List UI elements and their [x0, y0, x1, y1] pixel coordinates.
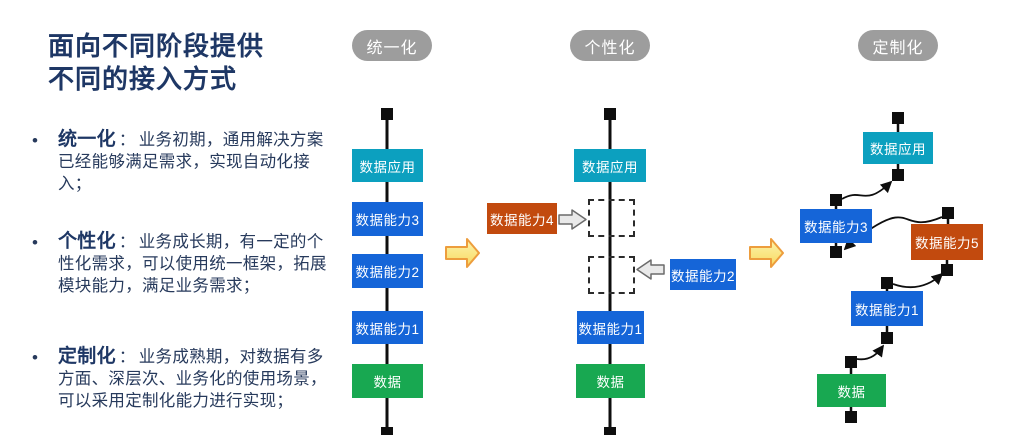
stage3-box-data: 数据	[817, 374, 886, 407]
bullet-dot: •	[32, 233, 38, 252]
title-line-2: 不同的接入方式	[48, 64, 238, 94]
stage3-box-capability-5: 数据能力5	[911, 224, 983, 260]
bullet-item-personalized: • 个性化：业务成长期，有一定的个性化需求，可以使用统一框架，拓展模块能力，满足…	[32, 231, 328, 297]
stage3-cap1-port-top	[881, 277, 893, 289]
stage3-data-port-bottom	[845, 411, 857, 423]
stage3-cap1-port-bottom	[881, 332, 893, 344]
bullet-term: 定制化	[58, 346, 116, 367]
stage3-box-capability-3: 数据能力3	[800, 209, 872, 243]
stage3-data-port-top	[845, 356, 857, 368]
curve-data-to-cap1	[856, 344, 885, 361]
bullet-colon: ：	[118, 348, 136, 366]
bullet-dot: •	[32, 131, 38, 150]
stage2-top-port	[604, 108, 616, 120]
bullet-desc: 业务成熟期，对数据有多方面、深层次、业务化的使用场景，可以采用定制化能力进行实现…	[58, 348, 327, 410]
bullet-colon: ：	[118, 233, 136, 251]
stage2-badge: 个性化	[570, 30, 650, 61]
bullet-text: 统一化：业务初期，通用解决方案已经能够满足需求，实现自动化接入；	[58, 129, 328, 195]
stage1-bottom-port	[381, 427, 393, 435]
bullet-text: 个性化：业务成长期，有一定的个性化需求，可以使用统一框架，拓展模块能力，满足业务…	[58, 231, 328, 297]
stage2-bottom-port	[604, 427, 616, 435]
stage2-box-data: 数据	[576, 364, 645, 398]
stage1-box-data-app: 数据应用	[352, 149, 423, 182]
stage2-box-capability-4: 数据能力4	[487, 203, 557, 234]
page-title: 面向不同阶段提供 不同的接入方式	[48, 30, 264, 96]
stage1-box-capability-3: 数据能力3	[352, 202, 423, 236]
stage3-badge: 定制化	[858, 30, 938, 61]
title-line-1: 面向不同阶段提供	[48, 31, 265, 61]
stage2-box-capability-1: 数据能力1	[577, 311, 644, 344]
stage3-cap3-port-top	[830, 194, 842, 206]
stage3-app-port-top	[892, 112, 904, 124]
bullet-text: 定制化：业务成熟期，对数据有多方面、深层次、业务化的使用场景，可以采用定制化能力…	[58, 346, 328, 412]
curve-cap1-to-cap5	[892, 272, 944, 288]
stage2-dashed-slot-1	[588, 199, 635, 237]
bullet-term: 个性化	[58, 231, 116, 252]
stage1-box-data: 数据	[352, 364, 423, 398]
bullet-dot: •	[32, 348, 38, 367]
bullet-term: 统一化	[58, 129, 116, 150]
bullet-colon: ：	[118, 131, 136, 149]
stage2-box-capability-2: 数据能力2	[670, 259, 736, 290]
insert-arrow-left-icon	[636, 259, 665, 280]
stage1-top-port	[381, 108, 393, 120]
stage-transition-arrow-1	[445, 238, 480, 268]
stage3-box-data-app: 数据应用	[863, 132, 933, 164]
stage1-box-capability-1: 数据能力1	[352, 311, 423, 344]
stage1-badge: 统一化	[352, 30, 432, 61]
bullet-desc: 业务成长期，有一定的个性化需求，可以使用统一框架，拓展模块能力，满足业务需求；	[58, 233, 327, 295]
stage3-port-stubs	[834, 124, 950, 412]
stage3-box-capability-1: 数据能力1	[851, 291, 923, 326]
stage3-cap5-port-top	[942, 207, 954, 219]
stage-transition-arrow-2	[749, 238, 784, 268]
stage1-box-capability-2: 数据能力2	[352, 254, 423, 288]
stage3-cap5-port-bottom	[941, 264, 953, 276]
curve-cap3-to-app	[841, 180, 893, 200]
insert-arrow-right-icon	[558, 209, 587, 230]
stage2-box-data-app: 数据应用	[574, 149, 646, 182]
bullet-item-customized: • 定制化：业务成熟期，对数据有多方面、深层次、业务化的使用场景，可以采用定制化…	[32, 346, 328, 412]
bullet-item-unified: • 统一化：业务初期，通用解决方案已经能够满足需求，实现自动化接入；	[32, 129, 328, 195]
stage2-dashed-slot-2	[588, 256, 635, 294]
stage3-cap3-port-bottom	[830, 246, 842, 258]
stage3-app-port-bottom	[892, 169, 904, 181]
bullet-desc: 业务初期，通用解决方案已经能够满足需求，实现自动化接入；	[58, 131, 324, 193]
